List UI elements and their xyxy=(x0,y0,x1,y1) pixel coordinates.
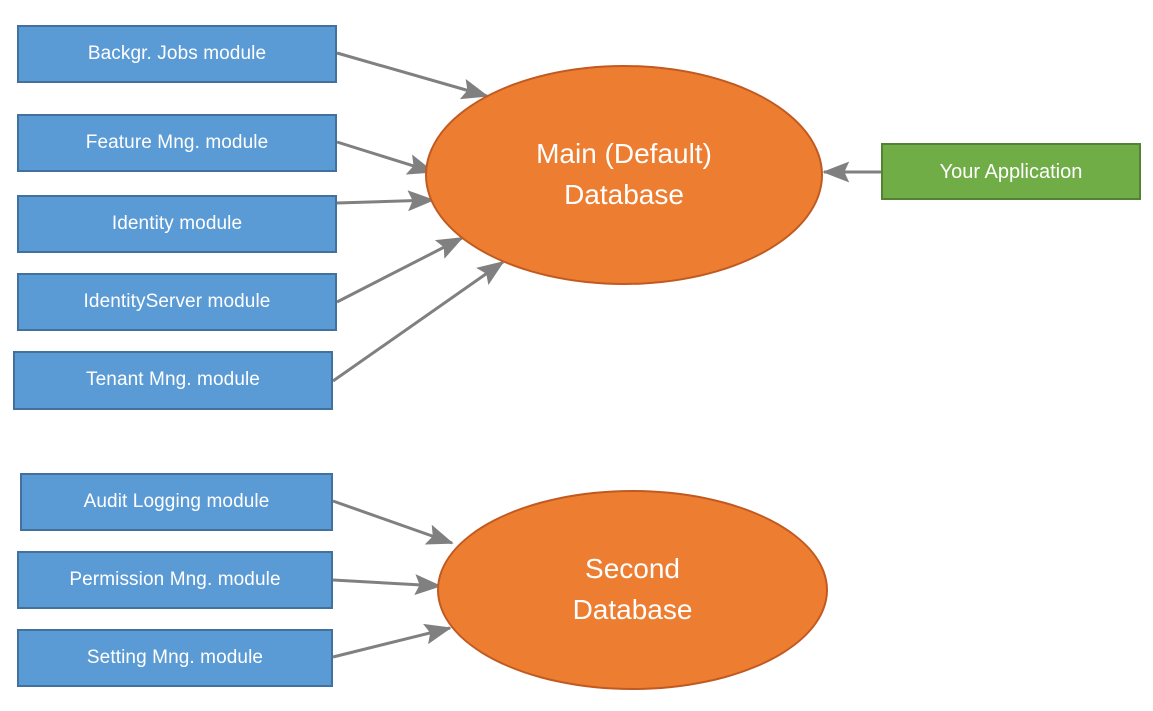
your-application-node[interactable]: Your Application xyxy=(881,143,1141,200)
module-box-label: Permission Mng. module xyxy=(69,568,281,590)
connector-feature-mng-to-main xyxy=(336,140,435,175)
module-box-label: Feature Mng. module xyxy=(85,131,269,153)
module-box-1[interactable]: Permission Mng. module xyxy=(17,551,333,609)
main-database-label-line2: Database xyxy=(564,179,684,210)
module-box-2[interactable]: Setting Mng. module xyxy=(17,629,333,687)
module-box-0[interactable]: Backgr. Jobs module xyxy=(17,25,337,83)
module-box-1[interactable]: Feature Mng. module xyxy=(17,114,337,172)
module-box-3[interactable]: IdentityServer module xyxy=(17,273,337,331)
module-box-label: Setting Mng. module xyxy=(86,646,264,668)
your-application-label: Your Application xyxy=(939,160,1083,183)
module-box-label: Audit Logging module xyxy=(83,490,270,512)
module-box-label: Backgr. Jobs module xyxy=(87,42,267,64)
module-box-label: Tenant Mng. module xyxy=(86,369,260,391)
connector-identity-to-main xyxy=(336,190,435,212)
module-box-4[interactable]: Tenant Mng. module xyxy=(13,351,333,410)
connector-audit-logging-to-second xyxy=(332,499,454,545)
connector-permission-mng-to-second xyxy=(332,574,442,596)
connector-setting-mng-to-second xyxy=(332,623,452,659)
main-database-label-line1: Main (Default) xyxy=(536,138,712,170)
second-database-label-line1: Second xyxy=(585,553,680,585)
module-box-label: Identity module xyxy=(111,212,243,234)
module-box-2[interactable]: Identity module xyxy=(17,195,337,253)
connector-identityserver-to-main xyxy=(336,236,464,304)
module-box-0[interactable]: Audit Logging module xyxy=(20,473,333,531)
module-box-label: IdentityServer module xyxy=(83,290,271,312)
main-database-node[interactable]: Main (Default) Database xyxy=(425,65,823,285)
connector-tenant-mng-to-main xyxy=(332,260,505,383)
second-database-node[interactable]: Second Database xyxy=(437,490,828,690)
connector-backgr-jobs-to-main xyxy=(336,51,489,100)
second-database-label-line2: Database xyxy=(572,594,693,625)
